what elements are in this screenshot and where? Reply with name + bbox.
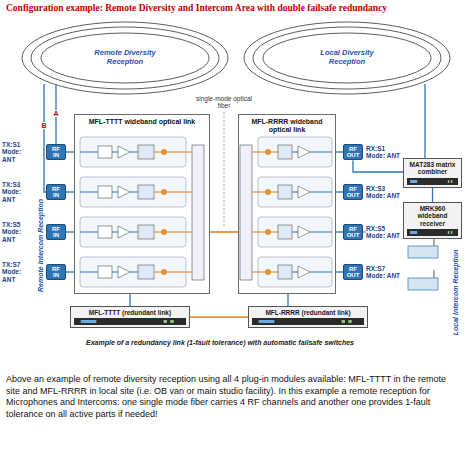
area-label: Local Intercom Reception [452, 249, 459, 335]
rack-unit [252, 318, 364, 325]
rf-cable [129, 294, 130, 306]
device-label: MFL-TTTT (redundant link) [74, 309, 186, 316]
rf-port-box: RF IN [46, 264, 66, 281]
rack-unit [407, 229, 458, 236]
port-label: RF OUT [346, 146, 360, 159]
optical-fiber [190, 316, 248, 318]
note-text: Example of a redundancy link (1-fault to… [55, 339, 385, 346]
device-unit: MAT283 matrix combiner [403, 158, 462, 188]
optical-fiber [210, 231, 238, 233]
port-label: RF OUT [346, 266, 360, 279]
device-unit: MRK960 wideband receiver [403, 202, 462, 239]
channel-label: TX:S3 Mode: ANT [2, 181, 36, 203]
reception-zone: Local Diversity Reception [262, 32, 432, 84]
rack-unit [74, 318, 186, 325]
rf-cable [66, 231, 74, 232]
reception-zone: Remote Diversity Reception [40, 32, 210, 84]
rf-cable [336, 151, 343, 152]
area-label: Remote Intercom Reception [36, 199, 43, 292]
device-label: MAT283 matrix combiner [407, 161, 458, 176]
rf-cable [432, 188, 433, 202]
rf-port-box: RF IN [46, 184, 66, 201]
unit-title: MFL-RRRR wideband optical link [239, 115, 335, 133]
rf-cable [66, 271, 74, 272]
edge-label: B [41, 122, 48, 129]
rf-cable [424, 84, 425, 158]
channel-label: RX:S3 Mode: ANT [366, 185, 402, 200]
rf-port-box: RF OUT [343, 144, 363, 161]
device-label: MFL-RRRR (redundant link) [252, 309, 364, 316]
rf-cable [44, 84, 46, 192]
optical-link-unit: MFL-RRRR wideband optical link [238, 114, 336, 294]
device-unit: MFL-TTTT (redundant link) [70, 306, 190, 328]
unit-title: MFL-TTTT wideband optical link [75, 115, 209, 126]
zone-label: Remote Diversity Reception [89, 49, 161, 66]
channel-label: RX:S7 Mode: ANT [366, 265, 402, 280]
rf-cable [336, 231, 343, 232]
rf-port-box: RF OUT [343, 264, 363, 281]
rf-port-box: RF OUT [343, 224, 363, 241]
optical-link-unit: MFL-TTTT wideband optical link [74, 114, 210, 294]
channel-label: TX:S5 Mode: ANT [2, 221, 36, 243]
rf-port-box: RF IN [46, 144, 66, 161]
edge-label: A [53, 110, 60, 117]
port-label: RF IN [49, 146, 63, 159]
device-label: MRK960 wideband receiver [407, 205, 458, 227]
rf-cable [336, 271, 343, 272]
port-label: RF OUT [346, 186, 360, 199]
fiber-label: single-mode optical fiber [196, 95, 252, 109]
rf-cable [66, 191, 74, 192]
port-label: RF IN [49, 226, 63, 239]
channel-label: RX:S1 Mode: ANT [366, 145, 402, 160]
channel-label: TX:S7 Mode: ANT [2, 261, 36, 283]
rf-port-box: RF OUT [343, 184, 363, 201]
rf-cable [287, 294, 288, 306]
port-label: RF IN [49, 266, 63, 279]
caption-text: Above an example of remote diversity rec… [6, 374, 459, 421]
diagram-title: Configuration example: Remote Diversity … [6, 3, 387, 13]
channel-label: TX:S1 Mode: ANT [2, 141, 36, 163]
port-label: RF IN [49, 186, 63, 199]
rf-port-box: RF IN [46, 224, 66, 241]
rf-cable [66, 151, 74, 152]
device-unit: MFL-RRRR (redundant link) [248, 306, 368, 328]
channel-label: RX:S5 Mode: ANT [366, 225, 402, 240]
rf-cable [336, 191, 343, 192]
rack-unit [407, 178, 458, 185]
port-label: RF OUT [346, 226, 360, 239]
rf-cable [353, 160, 403, 172]
zone-label: Local Diversity Reception [311, 49, 383, 66]
